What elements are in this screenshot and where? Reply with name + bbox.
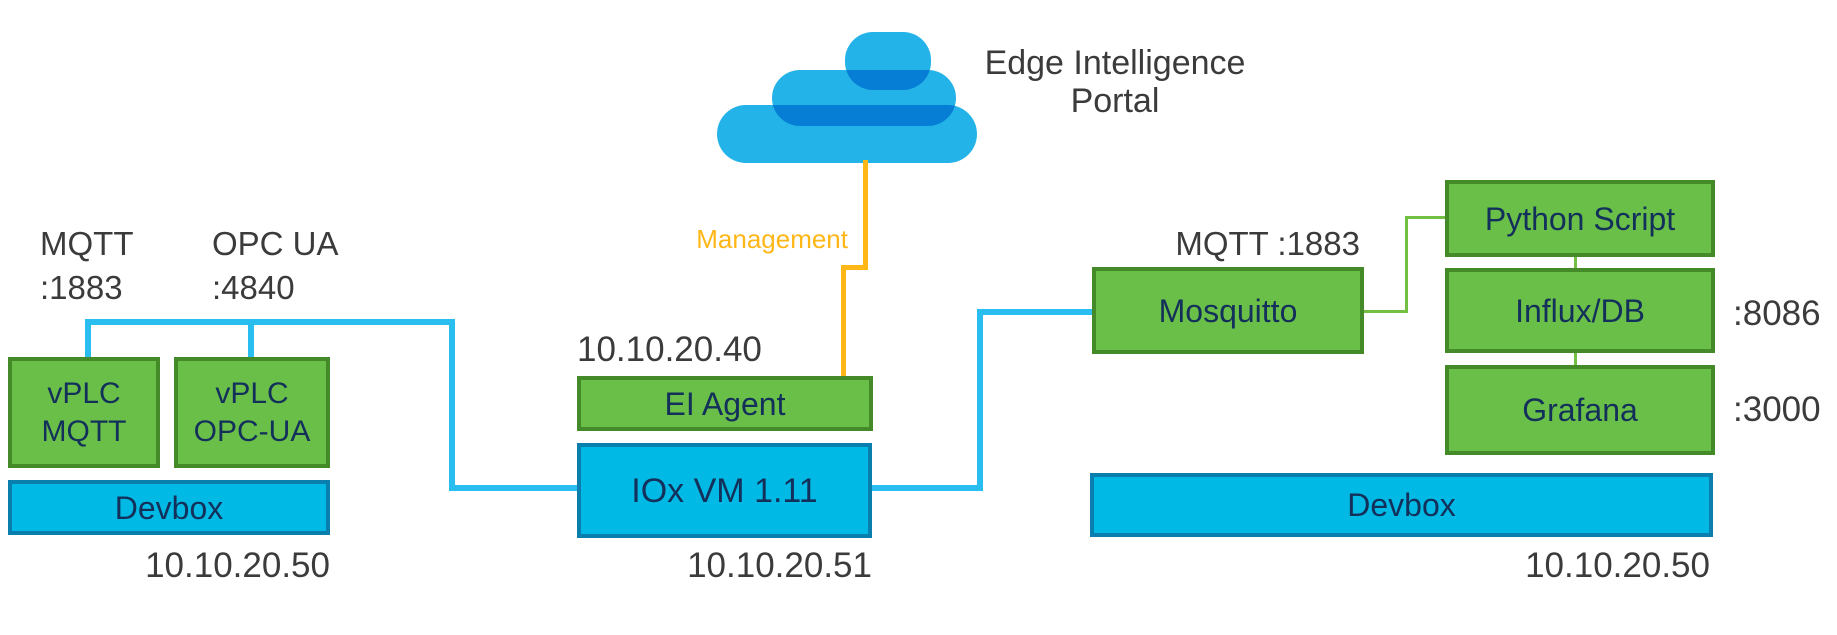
- mosquitto-link-segment-1: [1364, 310, 1408, 313]
- python-script-label: Python Script: [1484, 200, 1676, 237]
- iox-vm-label: IOx VM 1.11: [631, 471, 818, 510]
- iox-to-mosquitto-horizontal-1: [872, 485, 983, 491]
- ei-agent-box: EI Agent: [577, 376, 873, 431]
- devbox-right-label: Devbox: [1347, 487, 1456, 523]
- mosquitto-box: Mosquitto: [1092, 267, 1364, 354]
- iox-vm-ip: 10.10.20.51: [687, 546, 872, 585]
- management-link-segment-1: [863, 160, 868, 270]
- ei-agent-label: EI Agent: [664, 385, 786, 422]
- mosquitto-port-label: MQTT :1883: [1175, 225, 1360, 262]
- devbox-left-ip: 10.10.20.50: [145, 546, 330, 585]
- grafana-box: Grafana: [1445, 365, 1715, 455]
- influx-grafana-connector: [1574, 351, 1577, 367]
- influx-box: Influx/DB: [1445, 268, 1715, 353]
- vplc-mqtt-stub: [85, 322, 91, 360]
- devbox-left-bar: Devbox: [8, 480, 330, 535]
- devbox-left-label: Devbox: [114, 489, 224, 526]
- vplc-opcua-line2: OPC-UA: [193, 414, 311, 448]
- grafana-label: Grafana: [1522, 392, 1638, 428]
- left-bus-to-iox: [449, 485, 579, 491]
- devbox-right-ip: 10.10.20.50: [1525, 546, 1710, 585]
- cloud-label-line2: Portal: [1070, 82, 1160, 120]
- iox-to-mosquitto-horizontal-2: [977, 309, 1092, 315]
- vplc-mqtt-line2: MQTT: [41, 414, 127, 448]
- influx-port: :8086: [1733, 294, 1821, 333]
- cloud-label: Edge Intelligence Portal: [960, 44, 1270, 120]
- cloud-label-line1: Edge Intelligence: [984, 44, 1246, 82]
- opcua-port-label: OPC UA :4840: [212, 222, 339, 310]
- influx-label: Influx/DB: [1515, 292, 1645, 329]
- opcua-port-line1: OPC UA: [212, 225, 339, 262]
- mosquitto-link-segment-3: [1405, 216, 1445, 219]
- left-bus-vertical: [449, 319, 455, 491]
- vplc-opcua-stub: [248, 322, 254, 360]
- mqtt-port-line1: MQTT: [40, 225, 134, 262]
- devbox-right-bar: Devbox: [1090, 473, 1713, 537]
- management-link-segment-2: [841, 265, 868, 270]
- mqtt-port-label: MQTT :1883: [40, 222, 133, 310]
- vplc-mqtt-box: vPLC MQTT: [8, 357, 160, 468]
- python-script-box: Python Script: [1445, 180, 1715, 257]
- cloud-icon: [717, 32, 977, 163]
- vplc-opcua-box: vPLC OPC-UA: [174, 357, 330, 468]
- vplc-opcua-line1: vPLC: [215, 376, 289, 410]
- iox-vm-box: IOx VM 1.11: [577, 443, 872, 538]
- management-link-segment-3: [841, 265, 846, 378]
- opcua-port-line2: :4840: [212, 269, 295, 306]
- grafana-port: :3000: [1733, 390, 1821, 429]
- left-bus-horizontal: [85, 319, 455, 325]
- vplc-mqtt-line1: vPLC: [47, 376, 121, 410]
- mosquitto-label: Mosquitto: [1158, 292, 1298, 329]
- mqtt-port-line2: :1883: [40, 269, 123, 306]
- cloud-blob-top: [845, 32, 931, 90]
- iox-to-mosquitto-vertical: [977, 309, 983, 491]
- ei-agent-ip: 10.10.20.40: [577, 330, 762, 369]
- python-influx-connector: [1574, 255, 1577, 270]
- management-label: Management: [696, 224, 848, 254]
- mosquitto-link-segment-2: [1405, 216, 1408, 313]
